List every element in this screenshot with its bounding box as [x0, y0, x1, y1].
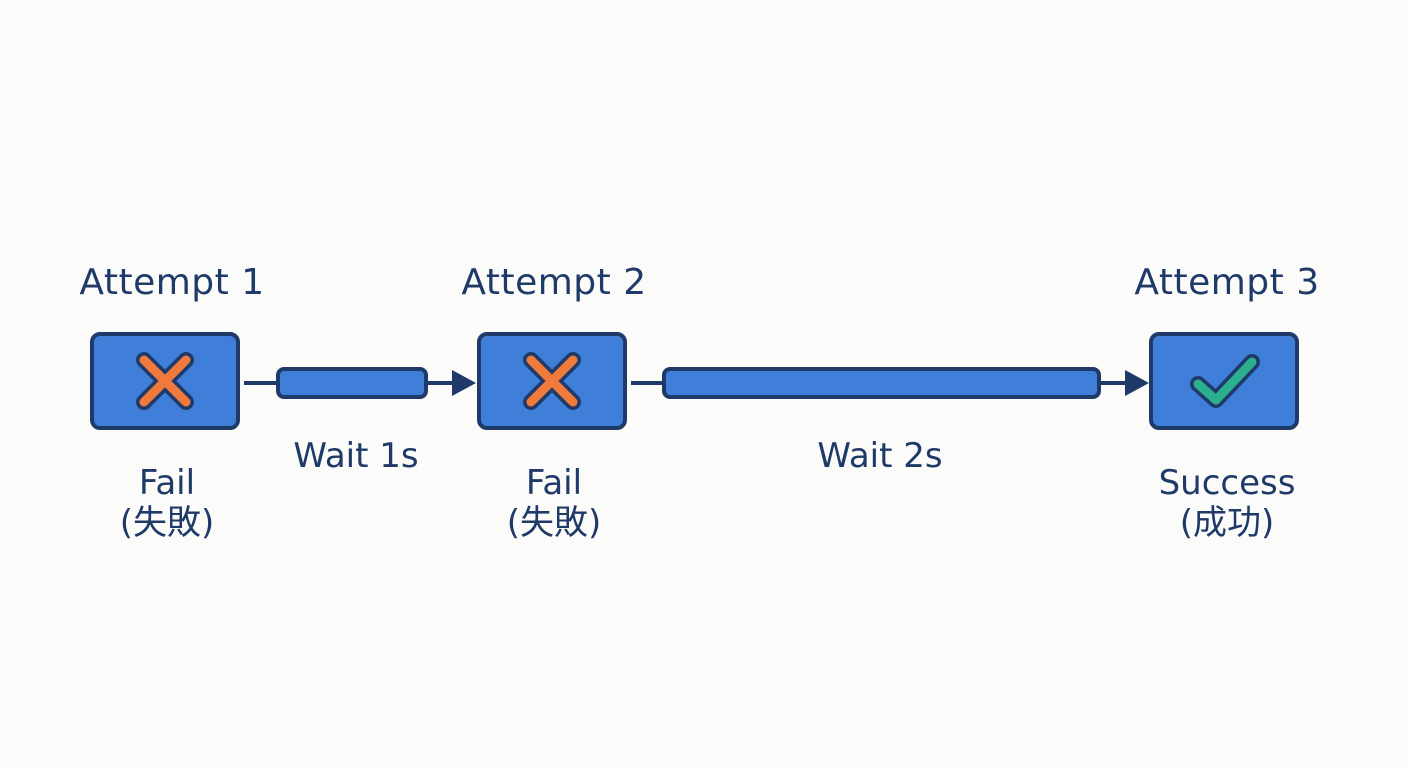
attempt-2-box — [477, 332, 627, 430]
attempt-3-title: Attempt 3 — [1134, 262, 1320, 303]
wait-1-label: Wait 1s — [293, 436, 419, 476]
attempt-2-title: Attempt 2 — [461, 262, 647, 303]
attempt-2-status-cn: (失敗) — [506, 503, 602, 543]
attempt-3-box — [1149, 332, 1299, 430]
connector-line — [1099, 381, 1129, 385]
attempt-1-title: Attempt 1 — [79, 262, 265, 303]
attempt-3-status-cn: (成功) — [1179, 503, 1275, 543]
attempt-1-status: Fail (失敗) — [120, 463, 215, 543]
connector-line — [426, 381, 456, 385]
attempt-3-status: Success (成功) — [1159, 463, 1296, 543]
attempt-1-status-en: Fail — [138, 463, 196, 503]
arrow-right-icon — [1125, 370, 1149, 396]
cross-icon — [523, 352, 581, 410]
connector-line — [244, 381, 278, 385]
attempt-1-box — [90, 332, 240, 430]
attempt-2-status-en: Fail — [525, 463, 583, 503]
attempt-1-status-cn: (失敗) — [119, 503, 215, 543]
wait-2-bar — [662, 367, 1101, 399]
wait-2-label: Wait 2s — [817, 436, 943, 476]
cross-icon — [136, 352, 194, 410]
wait-1-bar — [276, 367, 428, 399]
connector-line — [631, 381, 665, 385]
arrow-right-icon — [452, 370, 476, 396]
attempt-2-status: Fail (失敗) — [507, 463, 602, 543]
check-icon — [1190, 354, 1260, 408]
attempt-3-status-en: Success — [1158, 463, 1296, 503]
